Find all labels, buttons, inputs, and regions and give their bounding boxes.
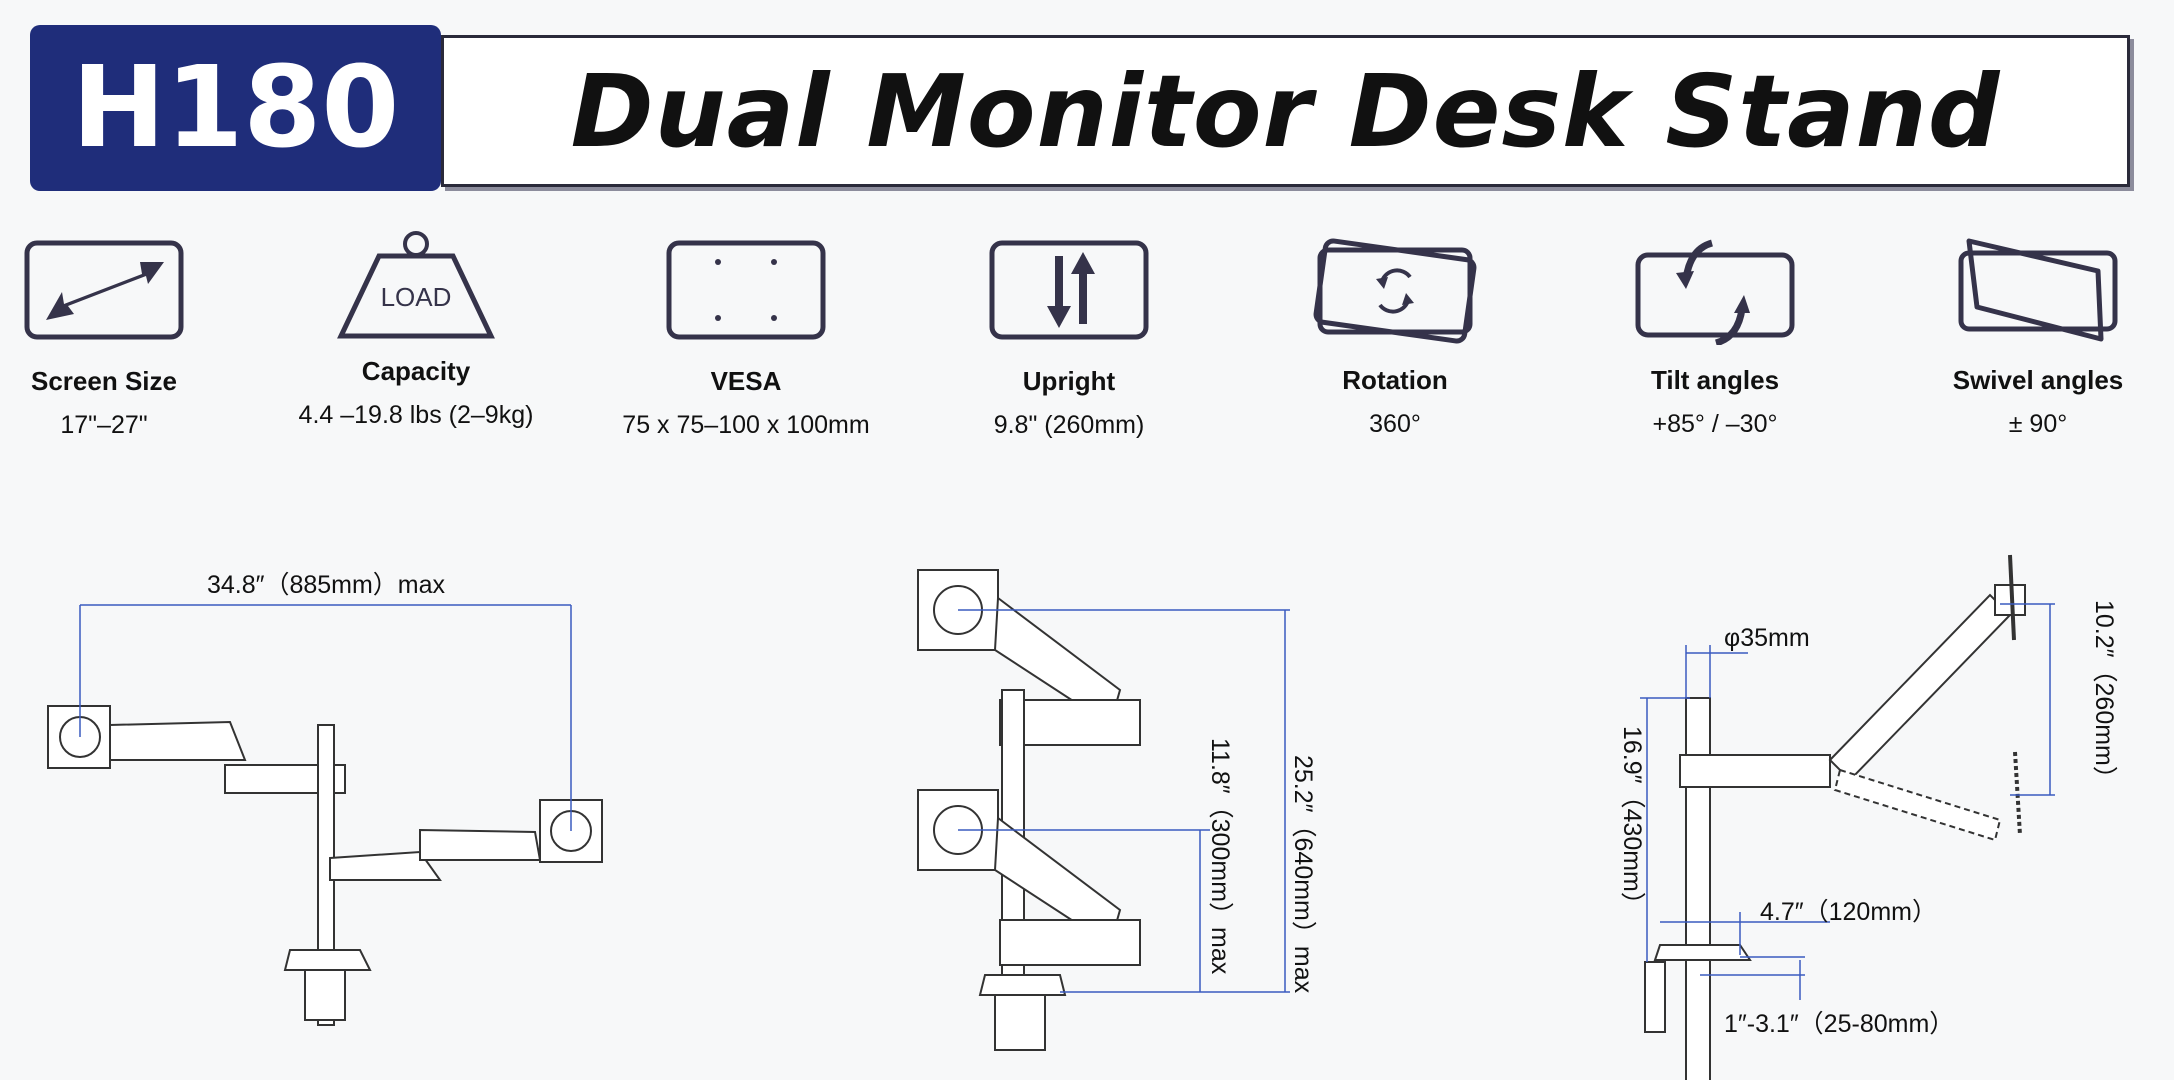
rotation-icon [1313,238,1477,344]
height-total-label: 25.2″（640mm）max [1289,755,1317,994]
svg-text:LOAD: LOAD [381,282,452,312]
feature-swivel: Swivel angles ± 90° [1888,238,2174,439]
feature-value: 9.8" (260mm) [993,411,1145,439]
feature-capacity: LOAD Capacity 4.4 –19.8 lbs (2–9kg) [266,231,566,430]
pole-height-label: 16.9″（430mm） [1618,726,1646,917]
feature-upright: Upright 9.8" (260mm) [919,240,1219,440]
feature-value: 4.4 –19.8 lbs (2–9kg) [298,401,534,429]
feature-label: Swivel angles [1952,365,2124,395]
base-offset-label: 4.7″（120mm） [1760,898,1937,926]
feature-value: +85° / –30° [1652,410,1778,438]
diagonal-arrow-icon [24,240,184,340]
feature-tilt: Tilt angles +85° / –30° [1565,239,1865,439]
tilt-icon [1635,239,1795,345]
height-dimension-lines [958,609,1290,993]
vesa-holes-icon [666,240,826,340]
feature-label: Upright [1022,366,1116,396]
model-badge: H180 [30,25,441,191]
feature-label: Tilt angles [1650,365,1780,395]
feature-rotation: Rotation 360° [1245,238,1545,439]
feature-value: 17"–27" [60,411,148,439]
side-diagram [1644,554,2026,1080]
feature-screen-size: Screen Size 17"–27" [0,240,254,440]
feature-value: ± 90° [2008,410,2068,438]
feature-value: 360° [1369,410,1421,438]
up-down-arrows-icon [989,240,1149,340]
height-diagram [917,569,1141,1051]
clamp-range-label: 1″-3.1″（25-80mm） [1724,1010,1954,1038]
feature-label: VESA [710,366,782,396]
feature-label: Capacity [361,356,471,386]
feature-label: Screen Size [31,366,177,396]
feature-vesa: VESA 75 x 75–100 x 100mm [596,240,896,440]
vertical-travel-label: 10.2″（260mm） [2090,600,2118,791]
reach-label: 34.8″（885mm）max [207,571,446,599]
feature-label: Rotation [1342,365,1448,395]
load-weight-icon: LOAD [337,231,495,339]
reach-dimension-line [79,604,572,831]
height-spacing-label: 11.8″（300mm）max [1206,738,1234,975]
page-title: Dual Monitor Desk Stand [441,35,2130,187]
reach-diagram [47,705,603,1026]
side-dimension-lines [1640,603,2055,1000]
pole-diameter-label: φ35mm [1724,624,1810,652]
feature-value: 75 x 75–100 x 100mm [622,411,870,439]
swivel-icon [1958,238,2118,342]
